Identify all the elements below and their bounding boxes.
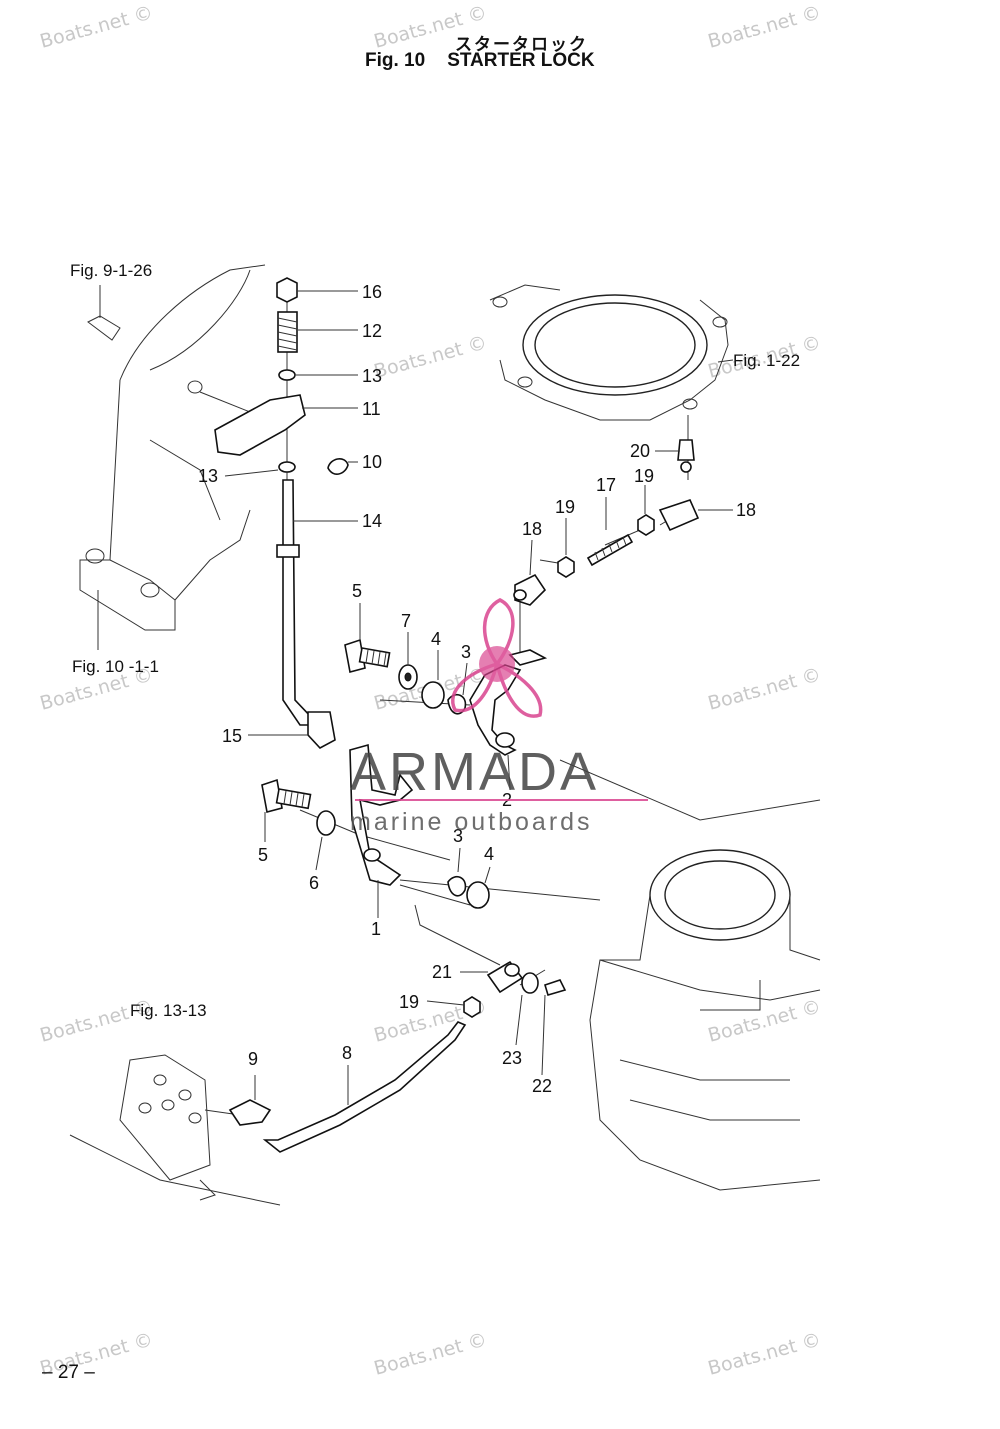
part-20-ball bbox=[680, 461, 692, 473]
callout-4: 4 bbox=[431, 629, 441, 649]
callout-22: 22 bbox=[532, 1076, 552, 1096]
callout-21: 21 bbox=[432, 962, 452, 982]
watermark: Boats.net © bbox=[706, 664, 824, 715]
part-2-tab bbox=[508, 649, 548, 666]
parts-layer bbox=[214, 277, 700, 1153]
logo-tagline: marine outboards bbox=[350, 808, 593, 836]
part-19-nut-right bbox=[637, 514, 655, 536]
callout-18: 18 bbox=[522, 519, 542, 539]
part-18-joint-hole bbox=[513, 589, 527, 601]
part-8-rod bbox=[262, 1021, 467, 1153]
callout-19: 19 bbox=[634, 466, 654, 486]
logo-name: ARMADA bbox=[350, 742, 599, 802]
part-1-hole bbox=[363, 848, 381, 862]
callout-7: 7 bbox=[401, 611, 411, 631]
starter-ring-plate bbox=[489, 284, 729, 421]
engine-block-outline bbox=[399, 759, 821, 1191]
part-5-bolt-upper bbox=[344, 638, 391, 673]
part-9-fitting bbox=[228, 1099, 272, 1126]
part-19-nut bbox=[557, 556, 575, 578]
figure-name: STARTER LOCK bbox=[447, 50, 595, 71]
callout-4-lower: 4 bbox=[484, 844, 494, 864]
callout-8: 8 bbox=[342, 1043, 352, 1063]
part-7-washer-hole bbox=[404, 672, 412, 682]
callout-15: 15 bbox=[222, 726, 242, 746]
callout-12: 12 bbox=[362, 321, 382, 341]
part-3-clip-lower bbox=[447, 875, 467, 897]
part-20-ball-joint bbox=[677, 439, 695, 461]
figure-title: Fig. 10 STARTER LOCK bbox=[365, 50, 595, 72]
callout-11: 11 bbox=[362, 399, 381, 419]
part-11-lever bbox=[214, 394, 306, 456]
callout-9: 9 bbox=[248, 1049, 258, 1069]
part-5-bolt-lower bbox=[261, 778, 312, 813]
part-6-washer bbox=[316, 810, 336, 836]
callout-13: 13 bbox=[362, 366, 382, 386]
mount-bracket-outline bbox=[79, 264, 266, 650]
part-23-washer bbox=[521, 972, 539, 994]
part-10-clip bbox=[327, 458, 349, 475]
part-12-spring bbox=[277, 311, 298, 353]
callout-23: 23 bbox=[502, 1048, 522, 1068]
part-17-threaded-rod bbox=[586, 533, 634, 567]
part-2-hole bbox=[495, 732, 515, 748]
callout-17: 17 bbox=[596, 475, 616, 495]
propeller-logo-icon bbox=[451, 598, 543, 718]
part-14-rod bbox=[282, 479, 313, 726]
armada-logo: ARMADA marine outboards bbox=[350, 598, 648, 836]
part-13-washer-lower bbox=[278, 461, 296, 473]
ref-fig-9-1-26: Fig. 9-1-26 bbox=[70, 261, 152, 280]
watermark: Boats.net © bbox=[372, 2, 490, 53]
callout-1: 1 bbox=[371, 919, 381, 939]
lower-bracket-outline bbox=[69, 1054, 281, 1206]
callout-3: 3 bbox=[461, 642, 471, 662]
figure-label: Fig. 10 bbox=[365, 50, 426, 71]
callout-leaders bbox=[224, 290, 734, 1105]
callout-3-lower: 3 bbox=[453, 826, 463, 846]
watermark: Boats.net © bbox=[38, 2, 156, 53]
part-16-cap-nut bbox=[276, 277, 298, 303]
watermark: Boats.net © bbox=[706, 1329, 824, 1380]
part-14-rod-collar bbox=[276, 544, 300, 558]
watermark: Boats.net © bbox=[706, 2, 824, 53]
callout-5: 5 bbox=[352, 581, 362, 601]
japanese-title: スタータロック bbox=[455, 35, 588, 54]
callout-14: 14 bbox=[362, 511, 382, 531]
part-4-bushing-lower bbox=[466, 881, 490, 909]
watermark: Boats.net © bbox=[372, 332, 490, 383]
ref-fig-13-13: Fig. 13-13 bbox=[130, 1001, 207, 1020]
ref-fig-10-1-1: Fig. 10 -1-1 bbox=[72, 657, 159, 676]
part-1-lever-plate bbox=[349, 743, 414, 886]
callout-5-lower: 5 bbox=[258, 845, 268, 865]
page-number: – 27 – bbox=[42, 1362, 95, 1383]
part-19-nut-lower bbox=[463, 996, 481, 1018]
callout-18-right: 18 bbox=[736, 500, 756, 520]
callout-16: 16 bbox=[362, 282, 382, 302]
part-15-joint bbox=[307, 711, 336, 749]
part-4-bushing bbox=[421, 681, 445, 709]
watermark: Boats.net © bbox=[372, 1329, 490, 1380]
part-22-pin bbox=[544, 979, 567, 996]
ref-fig-1-22: Fig. 1-22 bbox=[733, 351, 800, 370]
part-callouts: 16 12 13 11 10 13 14 20 19 17 18 19 18 5… bbox=[198, 282, 756, 1096]
callout-19-middle: 19 bbox=[555, 497, 575, 517]
callout-20: 20 bbox=[630, 441, 650, 461]
figure-references: Fig. 9-1-26 Fig. 1-22 Fig. 10 -1-1 Fig. … bbox=[70, 261, 800, 1020]
callout-10: 10 bbox=[362, 452, 382, 472]
callout-19-lower: 19 bbox=[399, 992, 419, 1012]
part-18-joint-right bbox=[658, 499, 700, 532]
callout-6: 6 bbox=[309, 873, 319, 893]
watermark: Boats.net © bbox=[706, 996, 824, 1047]
part-21-joint-hole bbox=[504, 963, 520, 977]
part-13-washer bbox=[278, 369, 296, 381]
callout-13-lower: 13 bbox=[198, 466, 218, 486]
